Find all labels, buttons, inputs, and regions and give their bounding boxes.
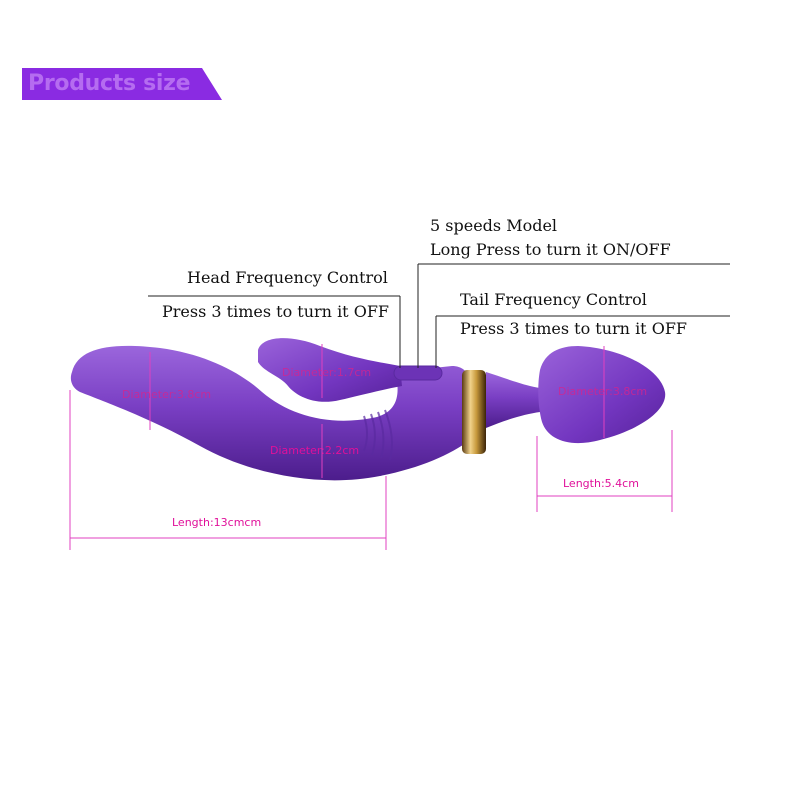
control-button-panel bbox=[393, 365, 443, 381]
speeds-desc: Long Press to turn it ON/OFF bbox=[430, 240, 671, 259]
products-size-banner: Products size bbox=[22, 68, 222, 100]
head-diameter-label: Diameter:3.8cm bbox=[122, 388, 212, 401]
wand-length-label: Length:5.4cm bbox=[563, 477, 639, 490]
gspot-arm bbox=[70, 345, 471, 481]
gold-ring bbox=[462, 370, 486, 454]
ribbed-texture bbox=[363, 409, 394, 461]
wand-diameter-label: Diameter:3.8cm bbox=[558, 385, 648, 398]
insertable-length-label: Length:13cmcm bbox=[172, 516, 262, 529]
shaft-diameter-label: Diameter:2.2cm bbox=[270, 444, 360, 457]
speeds-title: 5 speeds Model bbox=[430, 216, 558, 235]
clitoral-arm bbox=[258, 338, 402, 402]
wand-head bbox=[538, 346, 666, 444]
wand-neck bbox=[486, 372, 540, 428]
banner-shape bbox=[22, 68, 222, 100]
head-control-title: Head Frequency Control bbox=[187, 268, 388, 287]
tail-control-title: Tail Frequency Control bbox=[460, 290, 647, 309]
banner-title: Products size bbox=[28, 71, 191, 96]
head-control-desc: Press 3 times to turn it OFF bbox=[162, 302, 390, 321]
clitoral-diameter-label: Diameter:1.7cm bbox=[282, 366, 372, 379]
tail-control-desc: Press 3 times to turn it OFF bbox=[460, 319, 688, 338]
